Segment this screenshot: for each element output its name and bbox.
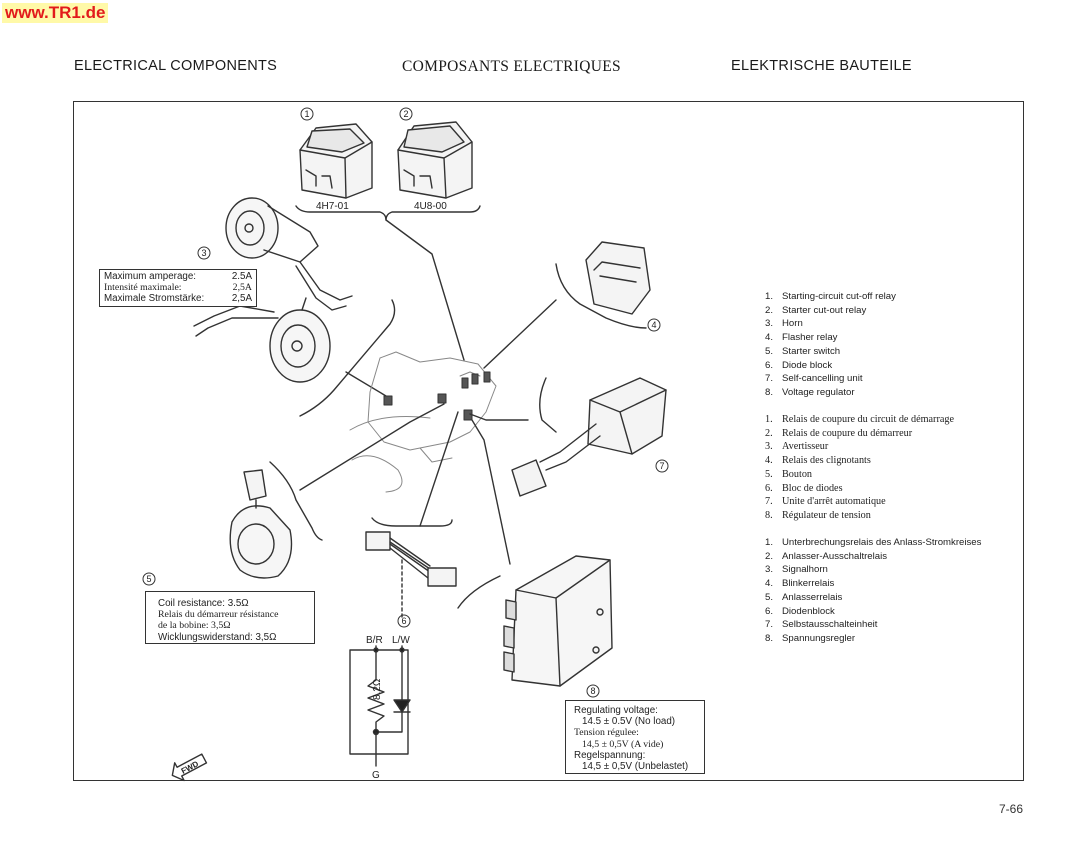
legend-item: 4.Blinkerrelais [765,578,835,590]
callout-1-label: 1 [304,109,309,119]
relay-1-code: 4H7-01 [316,201,349,212]
watermark: www.TR1.de [2,3,109,23]
fwd-arrow [171,753,208,782]
starter-switch-drawing [229,469,293,579]
coil-spec-en: Coil resistance: 3.5Ω [158,598,249,609]
callout-4: 4 [647,318,661,332]
coil-spec-fr-2: de la bobine: 3,5Ω [158,620,231,632]
legend-item: 8.Voltage regulator [765,386,855,398]
diode-block-drawing [365,531,457,619]
callout-6: 6 [397,614,411,628]
resistor-label: 8.2Ω [372,678,383,700]
header-english: ELECTRICAL COMPONENTS [74,58,278,74]
legend-german: 1.Unterbrechungsrelais des Anlass-Stromk… [765,536,981,646]
legend-item: 7.Selbstausschalteinheit [765,619,878,631]
flasher-relay-drawing [585,241,651,315]
horn-spec-fr-value: 2,5A [232,282,252,294]
legend-item: 1.Starting-circuit cut-off relay [765,291,896,302]
legend-item: 2.Relais de coupure du démarreur [765,427,913,439]
relay-2-drawing [397,121,473,199]
regulator-spec-fr-label: Tension régulee: [574,727,639,739]
relay-2-code: 4U8-00 [414,201,447,212]
legend-item: 4.Relais des clignotants [765,455,871,467]
page-number: 7-66 [999,802,1024,816]
horn-spec-de-value: 2,5A [231,293,252,305]
callout-6-label: 6 [401,616,406,626]
horn-spec-fr-label: Intensité maximale: [104,282,182,294]
horn-lower-drawing [193,297,331,383]
legend-item: 6.Diode block [765,359,833,371]
legend-item: 2.Anlasser-Ausschaltrelais [765,550,888,562]
legend-french: 1.Relais de coupure du circuit de démarr… [765,413,954,523]
legend-item: 5.Bouton [765,468,813,480]
ground-label: G [372,770,380,781]
callout-8: 8 [586,684,600,698]
callout-7-label: 7 [659,461,664,471]
callout-1: 1 [300,107,314,121]
horn-spec-box: Maximum amperage: 2.5A Intensité maximale… [99,269,257,307]
legend-item: 1.Relais de coupure du circuit de démarr… [765,414,954,425]
legend-item: 3.Horn [765,318,803,330]
callout-5: 5 [142,572,156,586]
regulator-spec-en-value: 14.5 ± 0.5V (No load) [582,716,676,728]
coil-spec-box: Coil resistance: 3.5Ω Relais du démarreu… [145,591,315,644]
diagram-frame [73,101,1024,781]
legend-item: 7.Unite d'arrêt automatique [765,496,886,508]
regulator-spec-en-label: Regulating voltage: [574,705,658,716]
legend-item: 7.Self-cancelling unit [765,373,863,385]
relay-1-drawing [299,123,373,199]
callout-2: 2 [399,107,413,121]
legend-item: 5.Starter switch [765,345,841,357]
diode-schematic [349,645,411,767]
legend-item: 3.Avertisseur [765,441,829,453]
self-cancelling-unit-drawing [511,377,667,497]
legend-item: 6.Diodenblock [765,605,835,617]
regulator-spec-de-label: Regelspannung: [574,749,646,761]
wire-label-br: B/R [366,635,383,646]
legend-item: 8.Spannungsregler [765,632,856,644]
callout-5-label: 5 [146,574,151,584]
legend-item: 8.Régulateur de tension [765,509,871,521]
callout-7: 7 [655,459,669,473]
regulator-spec-fr-value: 14,5 ± 0,5V (A vide) [582,738,664,750]
motorcycle-outline [349,351,497,493]
legend-item: 5.Anlasserrelais [765,591,843,603]
legend-english: 1.Starting-circuit cut-off relay 2.Start… [765,290,896,400]
callout-3-label: 3 [201,248,206,258]
horn-upper-drawing [225,197,353,311]
legend-item: 4.Flasher relay [765,332,838,344]
horn-spec-de-label: Maximale Stromstärke: [104,293,205,305]
legend-item: 1.Unterbrechungsrelais des Anlass-Stromk… [765,537,982,548]
header-french: COMPOSANTS ELECTRIQUES [402,58,621,75]
voltage-regulator-drawing [503,555,613,687]
header-german: ELEKTRISCHE BAUTEILE [731,58,912,74]
coil-spec-de: Wicklungswiderstand: 3,5Ω [158,631,277,643]
legend-item: 6.Bloc de diodes [765,482,843,494]
horn-spec-en-label: Maximum amperage: [104,271,197,282]
coil-spec-fr-1: Relais du démarreur résistance [158,609,279,621]
callout-3: 3 [197,246,211,260]
callout-8-label: 8 [590,686,595,696]
callout-4-label: 4 [651,320,656,330]
regulator-spec-box: Regulating voltage: 14.5 ± 0.5V (No load… [565,700,705,774]
legend-item: 2.Starter cut-out relay [765,304,867,316]
wire-label-lw: L/W [392,635,410,646]
legend-item: 3.Signalhorn [765,564,828,576]
horn-spec-en-value: 2.5A [231,271,252,282]
callout-2-label: 2 [403,109,408,119]
regulator-spec-de-value: 14,5 ± 0,5V (Unbelastet) [582,761,689,773]
